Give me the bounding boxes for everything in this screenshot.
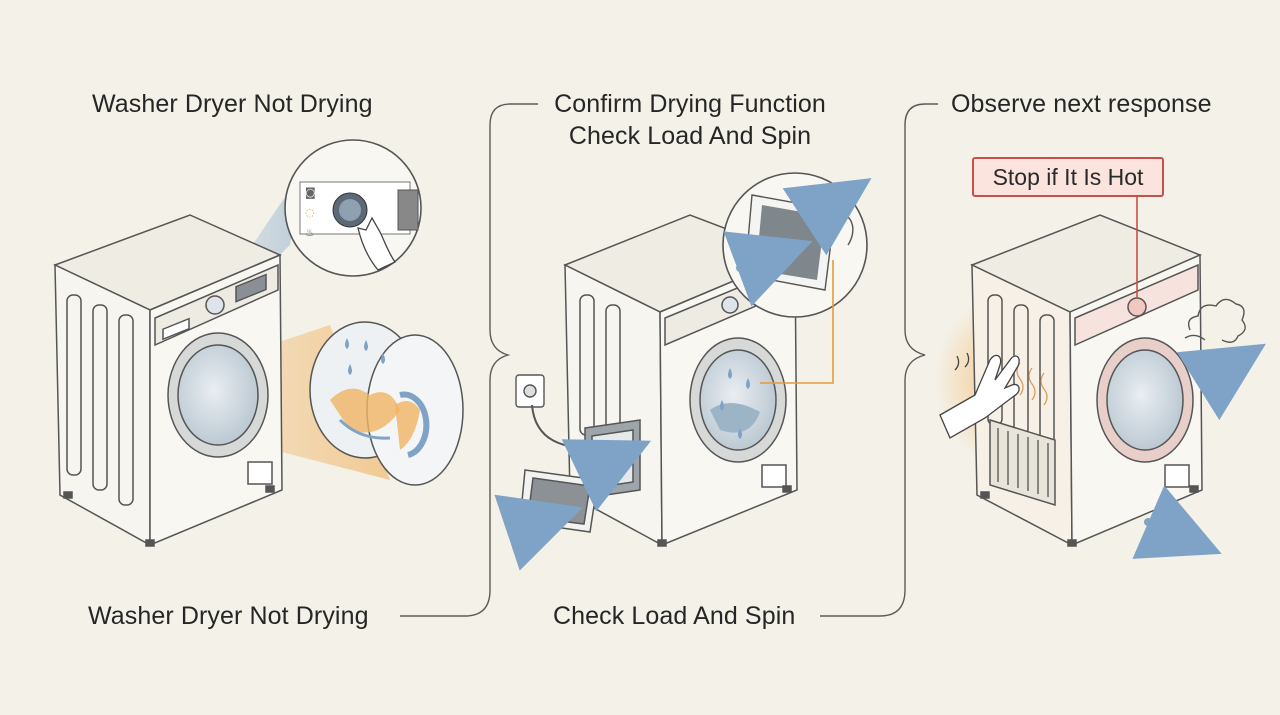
drum-zoom	[309, 321, 464, 486]
panel-3-top-label: Observe next response	[951, 90, 1212, 118]
hot-warning-badge: Stop if It Is Hot	[972, 157, 1164, 197]
svg-text:◙: ◙	[305, 186, 316, 199]
panel-1-washer: ◙ ◌ ♨	[53, 139, 464, 547]
svg-text:♨: ♨	[305, 226, 315, 239]
panel-3-washer	[935, 195, 1266, 559]
panel-divider-1	[400, 103, 538, 617]
dial-zoom-circle: ◙ ◌ ♨	[284, 139, 422, 277]
washer-3	[970, 214, 1203, 547]
rotation-arrow-icon	[399, 391, 430, 458]
svg-text:◌: ◌	[305, 206, 315, 219]
panel-2-bottom-label: Check Load And Spin	[553, 602, 796, 630]
steam-icon	[1184, 298, 1246, 343]
filter-zoom-circle	[722, 172, 868, 318]
panel-2-top-label-line2: Check Load And Spin	[568, 122, 812, 150]
hand-icon	[939, 352, 1020, 439]
exit-arrows	[1132, 343, 1266, 559]
panel-2-washer	[494, 172, 872, 571]
panel-1-top-label: Washer Dryer Not Drying	[92, 90, 373, 118]
washer-1	[53, 214, 283, 547]
pointer-line	[760, 260, 834, 384]
panel-2-top-label-line1: Confirm Drying Function	[554, 90, 826, 118]
panel-divider-2	[820, 103, 938, 617]
water-drops-icon	[345, 338, 385, 375]
panel-1-bottom-label: Washer Dryer Not Drying	[88, 602, 369, 630]
flow-arrows	[494, 178, 872, 571]
